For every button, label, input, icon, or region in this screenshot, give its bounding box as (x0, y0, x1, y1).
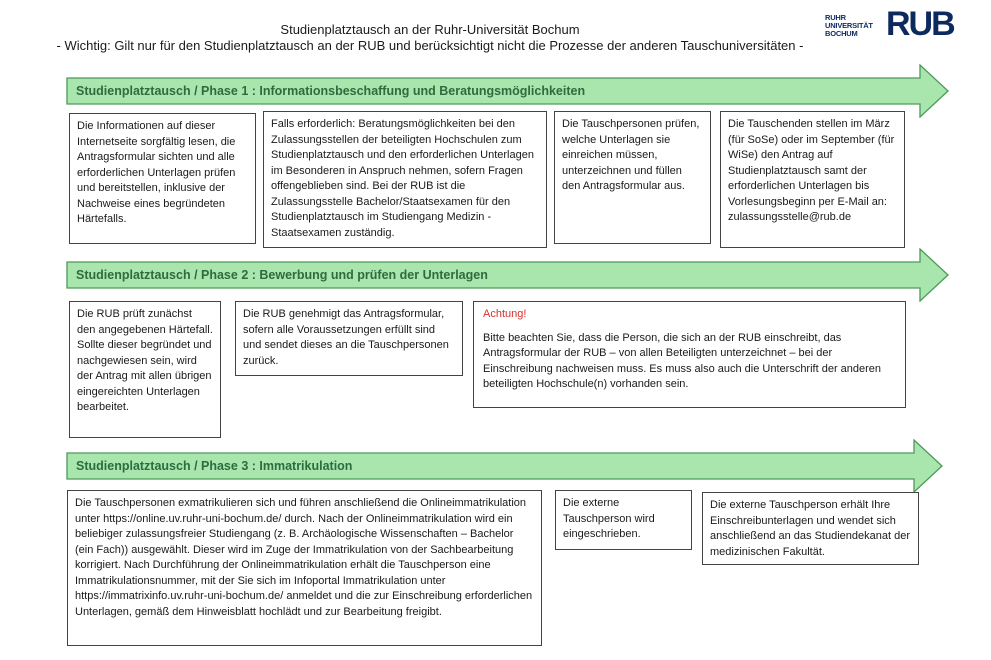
phase-1-step-2: Falls erforderlich: Beratungsmöglichkeit… (263, 111, 547, 248)
phase-2-warning-box: Achtung! Bitte beachten Sie, dass die Pe… (473, 301, 906, 408)
phase-3-step-3: Die externe Tauschperson erhält Ihre Ein… (702, 492, 919, 565)
warning-title: Achtung! (483, 308, 527, 320)
phase-1-step-3: Die Tauschpersonen prüfen, welche Unterl… (554, 111, 711, 244)
phase-2-label: Studienplatztausch / Phase 2 : Bewerbung… (76, 268, 488, 282)
university-logo-wordmark: RUHR UNIVERSITÄT BOCHUM (825, 13, 873, 38)
phase-3-step-2: Die externe Tauschperson wird eingeschri… (555, 490, 692, 550)
phase-3-arrow (66, 439, 951, 493)
page-title: Studienplatztausch an der Ruhr-Universit… (280, 22, 580, 37)
phase-2-arrow (66, 248, 951, 302)
phase-2-step-2: Die RUB genehmigt das Antragsformular, s… (235, 301, 463, 376)
warning-text: Bitte beachten Sie, dass die Person, die… (483, 331, 882, 391)
phase-1-label: Studienplatztausch / Phase 1 : Informati… (76, 84, 586, 98)
rub-logo: RUB (886, 5, 956, 43)
phase-3-step-1: Die Tauschpersonen exmatrikulieren sich … (67, 490, 542, 646)
phase-3-label: Studienplatztausch / Phase 3 : Immatriku… (76, 459, 353, 473)
phase-1-arrow (66, 64, 951, 118)
phase-1-step-4: Die Tauschenden stellen im März (für SoS… (720, 111, 905, 248)
page-subtitle: - Wichtig: Gilt nur für den Studienplatz… (56, 38, 804, 53)
phase-2-step-1: Die RUB prüft zunächst den angegebenen H… (69, 301, 221, 438)
phase-1-step-1: Die Informationen auf dieser Internetsei… (69, 113, 256, 244)
